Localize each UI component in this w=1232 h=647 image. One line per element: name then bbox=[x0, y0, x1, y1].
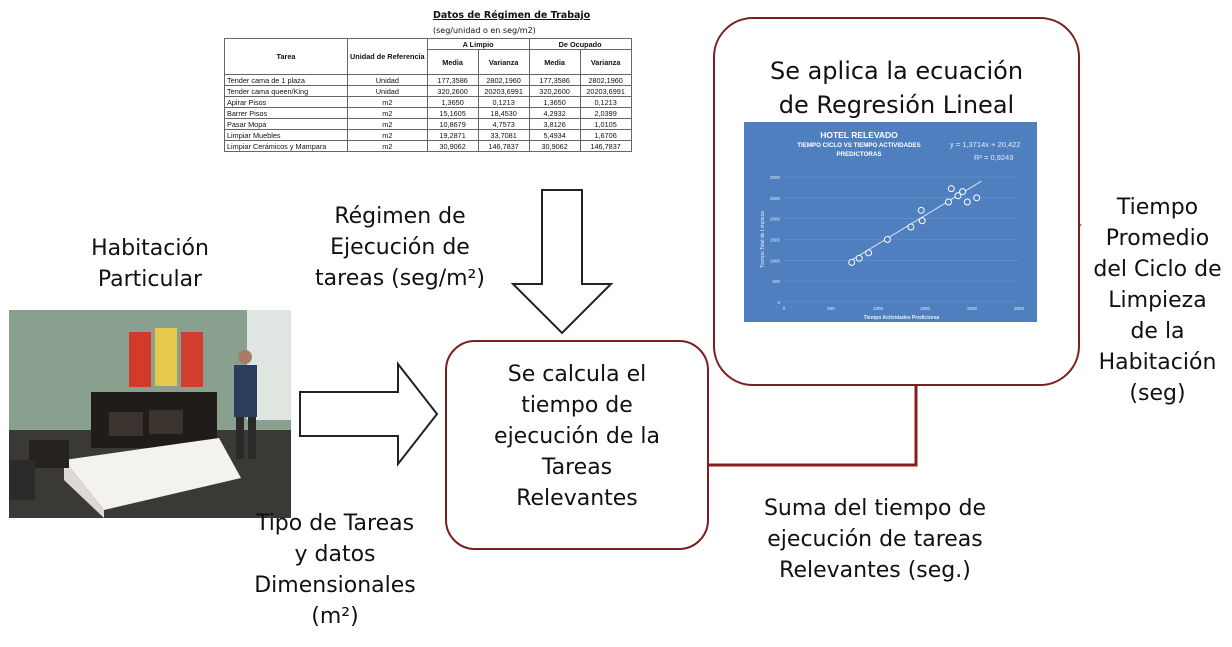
y-tick-label: 1500 bbox=[770, 238, 781, 243]
y-tick-label: 500 bbox=[772, 279, 780, 284]
data-point bbox=[954, 192, 962, 200]
chart-title: HOTEL RELEVADO bbox=[820, 130, 898, 140]
table-cell: Limpiar Cerámicos y Mampara bbox=[224, 140, 348, 152]
y-tick-label: 0 bbox=[777, 300, 780, 305]
data-point bbox=[945, 198, 952, 206]
y-tick-label: 1000 bbox=[770, 258, 781, 263]
chart-equation: y = 1,3714x + 20,422 bbox=[950, 140, 1021, 149]
data-point bbox=[865, 249, 873, 257]
room-photo bbox=[9, 310, 291, 518]
x-tick-label: 2000 bbox=[967, 306, 978, 311]
data-point bbox=[907, 223, 915, 231]
col-header-media: Media bbox=[528, 49, 581, 75]
table-cell: m2 bbox=[347, 140, 428, 152]
x-tick-label: 1000 bbox=[873, 306, 884, 311]
col-header-tarea: Tarea bbox=[224, 38, 348, 75]
room-illustration bbox=[9, 310, 291, 518]
col-header-varianza: Varianza bbox=[579, 49, 632, 75]
y-tick-label: 3000 bbox=[770, 175, 781, 180]
table-subtitle: (seg/unidad o en seg/m2) bbox=[433, 26, 536, 35]
x-tick-label: 500 bbox=[827, 306, 835, 311]
x-tick-label: 0 bbox=[783, 306, 786, 311]
table-title: Datos de Régimen de Trabajo bbox=[433, 10, 591, 21]
data-point bbox=[918, 217, 926, 225]
data-point bbox=[917, 206, 925, 214]
data-point bbox=[959, 188, 967, 196]
data-point bbox=[963, 198, 971, 206]
data-point bbox=[855, 254, 863, 262]
chart-plot: 0 500 1000 1500 2000 2500 3000 0 500 1000 1500 2000… bbox=[760, 175, 1025, 321]
x-tick-label: 2500 bbox=[1014, 306, 1025, 311]
data-point bbox=[973, 194, 981, 202]
data-point bbox=[848, 258, 856, 266]
right-arrow bbox=[299, 361, 439, 467]
calc-box bbox=[445, 340, 709, 550]
data-point bbox=[883, 236, 891, 243]
data-point bbox=[947, 185, 955, 193]
table-cell: 30,9062 bbox=[426, 140, 479, 152]
x-tick-label: 1500 bbox=[920, 306, 931, 311]
regression-chart: HOTEL RELEVADO TIEMPO CICLO VS TIEMPO AC… bbox=[744, 122, 1037, 322]
y-tick-label: 2500 bbox=[770, 196, 781, 201]
y-axis-label: Tiempo Total de Limpieza bbox=[760, 211, 766, 268]
work-regime-table: Tarea Unidad de Referencia A Limpio De O… bbox=[224, 38, 632, 152]
down-arrow bbox=[510, 189, 614, 335]
chart-r2: R² = 0,9243 bbox=[974, 153, 1014, 162]
x-axis-label: Tiempo Actividades Predictoras bbox=[864, 315, 940, 321]
table-cell: 146,7837 bbox=[579, 140, 632, 152]
y-tick-label: 2000 bbox=[770, 217, 781, 222]
